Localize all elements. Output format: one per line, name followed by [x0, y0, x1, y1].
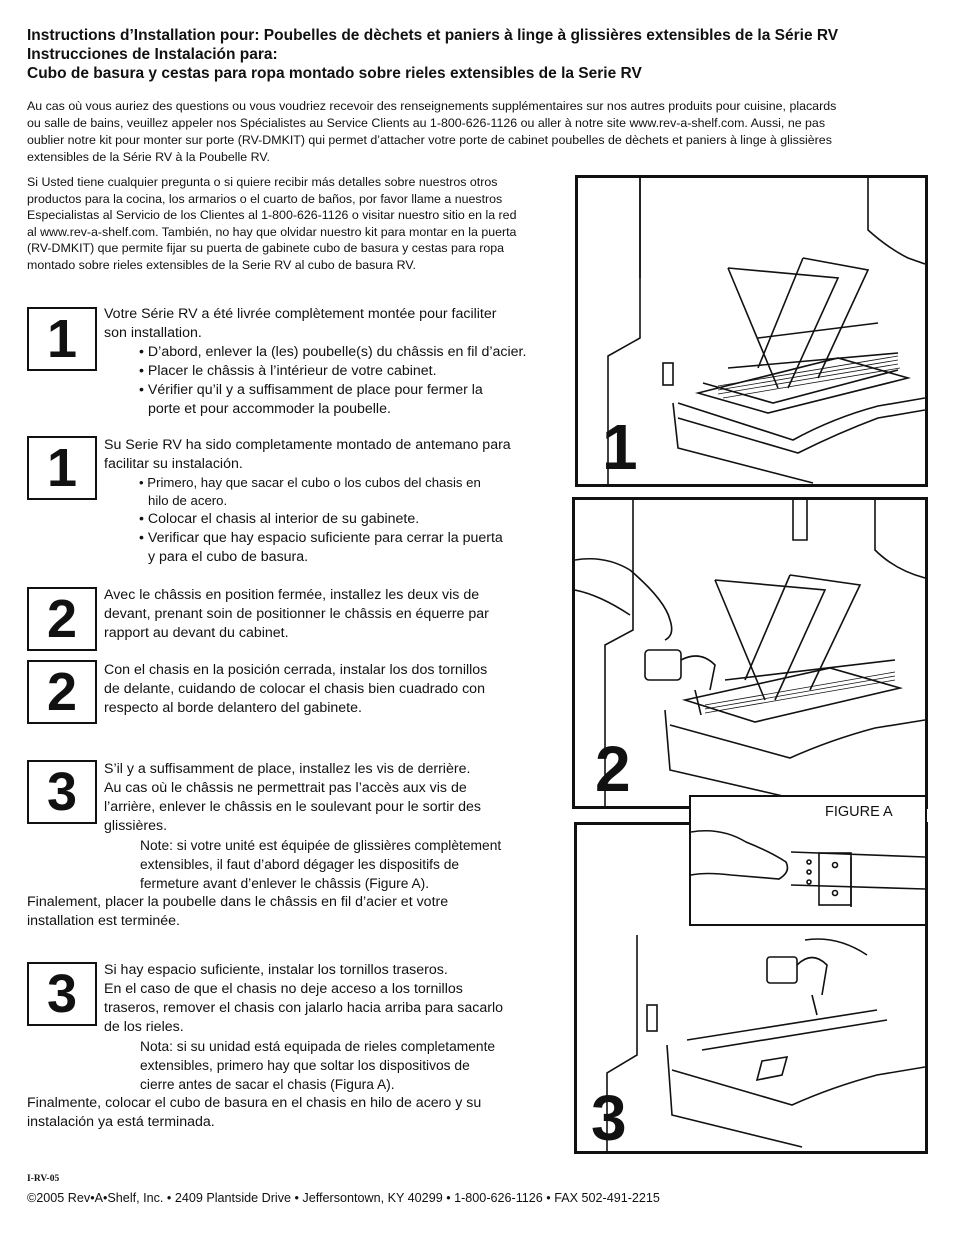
figure-2-panel: 2	[572, 497, 928, 809]
step-line: Con el chasis en la posición cerrada, in…	[104, 662, 488, 678]
step-line: porte et pour accommoder la poubelle.	[148, 401, 391, 417]
step-note: extensibles, primero hay que soltar los …	[140, 1058, 470, 1073]
step-bullet: Verificar que hay espacio suficiente par…	[104, 529, 564, 548]
step-note: Nota: si su unidad está equipada de riel…	[140, 1039, 496, 1054]
intro-french: Au cas où vous auriez des questions ou v…	[27, 98, 932, 166]
step-final: installation est terminée.	[27, 913, 180, 929]
document-code: I-RV-05	[27, 1174, 60, 1184]
step-line: facilitar su instalación.	[104, 456, 243, 472]
step-2-spanish: Con el chasis en la posición cerrada, in…	[104, 661, 564, 718]
figure-a-inset: FIGURE A	[689, 795, 927, 926]
step-3-spanish: Si hay espacio suficiente, instalar los …	[27, 961, 564, 1132]
step-line: traseros, remover el chasis con jalarlo …	[104, 1000, 504, 1016]
step-line: En el caso de que el chasis no deje acce…	[104, 981, 463, 997]
step-note: Note: si votre unité est équipée de glis…	[140, 838, 502, 853]
step-number-3-fr: 3	[27, 760, 97, 824]
step-line: l’arrière, enlever le châssis en le soul…	[104, 799, 481, 815]
step-line: respecto al borde delantero del gabinete…	[104, 700, 362, 716]
copyright-footer: ©2005 Rev•A•Shelf, Inc. • 2409 Plantside…	[27, 1191, 660, 1205]
intro-spanish: Si Usted tiene cualquier pregunta o si q…	[27, 174, 575, 273]
figure-1-panel: 1	[575, 175, 928, 487]
step-note: fermeture avant d’enlever le châssis (Fi…	[140, 876, 430, 891]
intro-line: (RV-DMKIT) que permite fijar su puerta d…	[27, 241, 505, 255]
step-line: Votre Série RV a été livrée complètement…	[104, 306, 497, 322]
step-line: Si hay espacio suficiente, instalar los …	[104, 962, 448, 978]
document-title: Instructions d’Installation pour: Poubel…	[27, 26, 838, 83]
step-line: glissières.	[104, 818, 168, 834]
figure-3-number: 3	[591, 1082, 627, 1154]
figure-a-label: FIGURE A	[825, 804, 893, 820]
step-final: Finalement, placer la poubelle dans le c…	[27, 894, 449, 910]
step-line: de delante, cuidando de colocar el chasi…	[104, 681, 485, 697]
step-line: S’il y a suffisamment de place, installe…	[104, 761, 471, 777]
step-final: Finalmente, colocar el cubo de basura en…	[27, 1095, 482, 1111]
step-bullet: Colocar el chasis al interior de su gabi…	[104, 510, 564, 529]
step-number-1-es: 1	[27, 436, 97, 500]
step-number-1-fr: 1	[27, 307, 97, 371]
step-bullet: Vérifier qu’il y a suffisamment de place…	[104, 381, 564, 400]
intro-line: al www.rev-a-shelf.com. También, no hay …	[27, 224, 517, 239]
title-line: Instructions d’Installation pour: Poubel…	[27, 27, 839, 44]
step-line: devant, prenant soin de positionner le c…	[104, 606, 489, 622]
intro-line: Au cas où vous auriez des questions ou v…	[27, 99, 837, 113]
step-line: Au cas où le châssis ne permettrait pas …	[104, 780, 467, 796]
intro-line: Si Usted tiene cualquier pregunta o si q…	[27, 175, 498, 189]
step-line: y para el cubo de basura.	[148, 549, 309, 565]
intro-line: oublier notre kit pour monter sur porte …	[27, 133, 832, 147]
step-note: extensibles, il faut d’abord dégager les…	[140, 857, 460, 872]
intro-line: productos para la cocina, los armarios o…	[27, 191, 503, 206]
step-line: Su Serie RV ha sido completamente montad…	[104, 437, 511, 453]
cabinet-illustration-3	[606, 935, 925, 1151]
step-number-2-es: 2	[27, 660, 97, 724]
step-final: instalación ya está terminada.	[27, 1114, 215, 1130]
step-line: Avec le châssis en position fermée, inst…	[104, 587, 480, 603]
step-number-3-es: 3	[27, 962, 97, 1026]
step-note: cierre antes de sacar el chasis (Figura …	[140, 1077, 395, 1092]
figure-1-number: 1	[602, 411, 638, 483]
intro-line: Especialistas al Servicio de los Cliente…	[27, 208, 517, 222]
step-number-2-fr: 2	[27, 587, 97, 651]
step-line: hilo de acero.	[148, 493, 228, 508]
step-line: son installation.	[104, 325, 202, 341]
figure-2-number: 2	[595, 733, 631, 805]
step-1-french: Votre Série RV a été livrée complètement…	[104, 305, 564, 419]
step-line: rapport au devant du cabinet.	[104, 625, 289, 641]
intro-line: extensibles de la Série RV à la Poubelle…	[27, 150, 270, 164]
latch-detail-illustration	[691, 829, 925, 907]
step-bullet: D’abord, enlever la (les) poubelle(s) du…	[104, 343, 564, 362]
step-bullet: Placer le châssis à l’intérieur de votre…	[104, 362, 564, 381]
title-line: Cubo de basura y cestas para ropa montad…	[27, 65, 642, 82]
title-line: Instrucciones de Instalación para:	[27, 46, 278, 63]
step-1-spanish: Su Serie RV ha sido completamente montad…	[104, 436, 564, 567]
intro-line: montado sobre rieles extensibles de la S…	[27, 257, 416, 272]
intro-line: ou salle de bains, veuillez appeler nos …	[27, 116, 826, 130]
step-line: de los rieles.	[104, 1019, 184, 1035]
step-bullet: Primero, hay que sacar el cubo o los cub…	[104, 474, 564, 492]
cabinet-illustration-2	[575, 500, 925, 806]
step-3-french: S’il y a suffisamment de place, installe…	[27, 760, 564, 931]
step-2-french: Avec le châssis en position fermée, inst…	[104, 586, 564, 643]
cabinet-illustration-1	[607, 178, 925, 484]
